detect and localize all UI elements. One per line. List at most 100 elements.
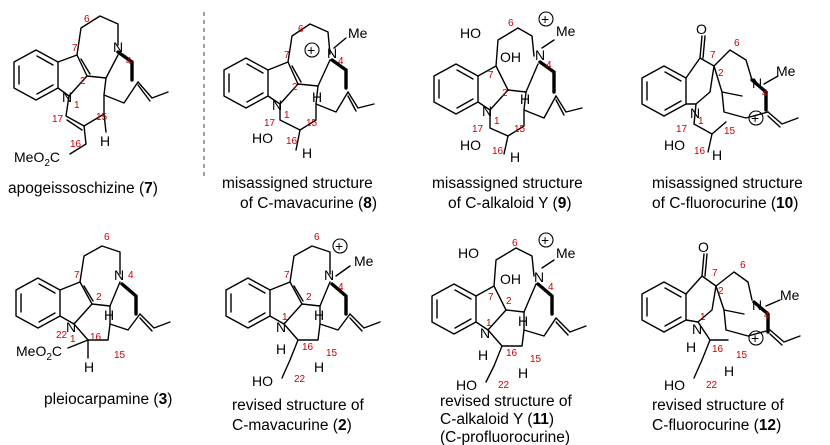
svg-text:22: 22	[706, 380, 718, 391]
svg-text:Me: Me	[780, 287, 800, 303]
svg-text:1: 1	[282, 312, 288, 323]
svg-text:7: 7	[712, 268, 718, 279]
svg-text:1: 1	[284, 110, 290, 121]
plus-charge: +	[307, 42, 315, 58]
svg-text:H: H	[276, 341, 286, 357]
svg-text:N: N	[114, 267, 124, 283]
label-3: pleiocarpamine (3)	[44, 391, 172, 408]
svg-text:O: O	[696, 21, 707, 37]
svg-text:H: H	[84, 359, 94, 375]
svg-text:4: 4	[338, 56, 344, 67]
label-8: misassigned structure	[222, 175, 373, 192]
svg-text:1: 1	[700, 312, 706, 323]
svg-text:H: H	[312, 89, 322, 105]
svg-text:HO: HO	[458, 245, 479, 261]
svg-text:N: N	[535, 47, 545, 63]
locant-4: 4	[126, 56, 132, 67]
svg-text:H: H	[518, 365, 528, 381]
label-10: misassigned structure	[652, 175, 803, 192]
svg-text:4: 4	[764, 310, 770, 321]
svg-text:17: 17	[676, 124, 688, 135]
svg-text:H: H	[314, 359, 324, 375]
svg-text:6: 6	[740, 260, 746, 271]
svg-text:H: H	[724, 363, 734, 379]
svg-text:16: 16	[286, 136, 298, 147]
svg-text:6: 6	[508, 18, 514, 29]
svg-text:7: 7	[284, 270, 290, 281]
locant-6: 6	[84, 14, 90, 25]
svg-text:2: 2	[306, 292, 312, 303]
svg-text:H: H	[510, 149, 520, 165]
locant-17: 17	[52, 114, 64, 125]
ester-label: MeO2C	[14, 149, 60, 169]
svg-text:Me: Me	[348, 25, 368, 41]
svg-text:2: 2	[292, 82, 298, 93]
svg-text:of C-fluorocurine (10): of C-fluorocurine (10)	[652, 195, 798, 212]
svg-text:1: 1	[698, 116, 704, 127]
atom-h15: H	[100, 133, 110, 149]
svg-text:H: H	[518, 313, 528, 329]
svg-text:+: +	[751, 330, 759, 346]
svg-text:+: +	[541, 11, 549, 27]
svg-text:15: 15	[306, 118, 318, 129]
svg-text:Me: Me	[776, 63, 796, 79]
svg-text:+: +	[335, 238, 343, 254]
label-7: apogeissoschizine (7)	[8, 180, 158, 197]
svg-text:of C-mavacurine (8): of C-mavacurine (8)	[240, 195, 377, 212]
svg-text:Me: Me	[556, 245, 576, 261]
label-9: misassigned structure	[432, 175, 583, 192]
svg-text:N: N	[327, 45, 337, 61]
svg-text:16: 16	[694, 146, 706, 157]
svg-text:H: H	[478, 347, 488, 363]
svg-text:4: 4	[762, 88, 768, 99]
label-11: revised structure of	[440, 393, 572, 410]
svg-text:HO: HO	[664, 137, 685, 153]
atom-n4: N	[113, 39, 123, 55]
svg-text:N: N	[534, 269, 544, 285]
svg-text:6: 6	[512, 238, 518, 249]
svg-text:+: +	[541, 232, 549, 248]
svg-text:N: N	[324, 267, 334, 283]
svg-text:(C-profluorocurine): (C-profluorocurine)	[440, 429, 570, 445]
svg-text:7: 7	[284, 50, 290, 61]
svg-text:15: 15	[326, 348, 338, 359]
svg-text:4: 4	[338, 282, 344, 293]
svg-text:N: N	[66, 319, 76, 335]
svg-text:H: H	[686, 339, 696, 355]
svg-text:22: 22	[56, 330, 68, 341]
structure-9: HO OH N Me + N H H HO 6 7 2 4 1 17 15 16…	[432, 11, 583, 212]
svg-text:H: H	[520, 91, 530, 107]
svg-text:2: 2	[502, 88, 508, 99]
svg-text:H: H	[314, 307, 324, 323]
svg-text:Me: Me	[556, 23, 576, 39]
svg-text:OH: OH	[500, 49, 521, 65]
svg-text:2: 2	[96, 292, 102, 303]
svg-text:Me: Me	[354, 253, 374, 269]
svg-text:of C-alkaloid Y (9): of C-alkaloid Y (9)	[448, 195, 572, 212]
svg-text:4: 4	[128, 270, 134, 281]
svg-text:6: 6	[734, 38, 740, 49]
svg-text:22: 22	[498, 380, 510, 391]
locant-2: 2	[80, 76, 86, 87]
svg-text:C-alkaloid Y (11): C-alkaloid Y (11)	[440, 411, 554, 428]
svg-text:H: H	[302, 145, 312, 161]
svg-text:HO: HO	[456, 377, 477, 393]
svg-text:16: 16	[90, 332, 102, 343]
structure-apogeissoschizine: N N H MeO2C O 6 7 2 4 1 17 15 16 apogeis…	[8, 14, 169, 197]
svg-text:N: N	[482, 103, 492, 119]
svg-text:6: 6	[314, 232, 320, 243]
svg-text:2: 2	[506, 296, 512, 307]
locant-15: 15	[96, 112, 108, 123]
svg-text:HO: HO	[252, 130, 273, 146]
label-12: revised structure of	[652, 397, 784, 414]
svg-text:N: N	[752, 75, 762, 91]
locant-1: 1	[74, 100, 80, 111]
svg-text:22: 22	[294, 374, 306, 385]
svg-text:HO: HO	[460, 25, 481, 41]
svg-text:O: O	[698, 239, 709, 255]
svg-text:4: 4	[548, 282, 554, 293]
svg-text:1: 1	[486, 318, 492, 329]
structure-2: N Me + N H H H HO 6 7 2 4 1 16 15 22 rev…	[225, 232, 381, 434]
structure-12: O N Me + N H H HO 6 7 2 4 1 16 15 22 rev…	[641, 239, 801, 434]
svg-text:7: 7	[710, 50, 716, 61]
